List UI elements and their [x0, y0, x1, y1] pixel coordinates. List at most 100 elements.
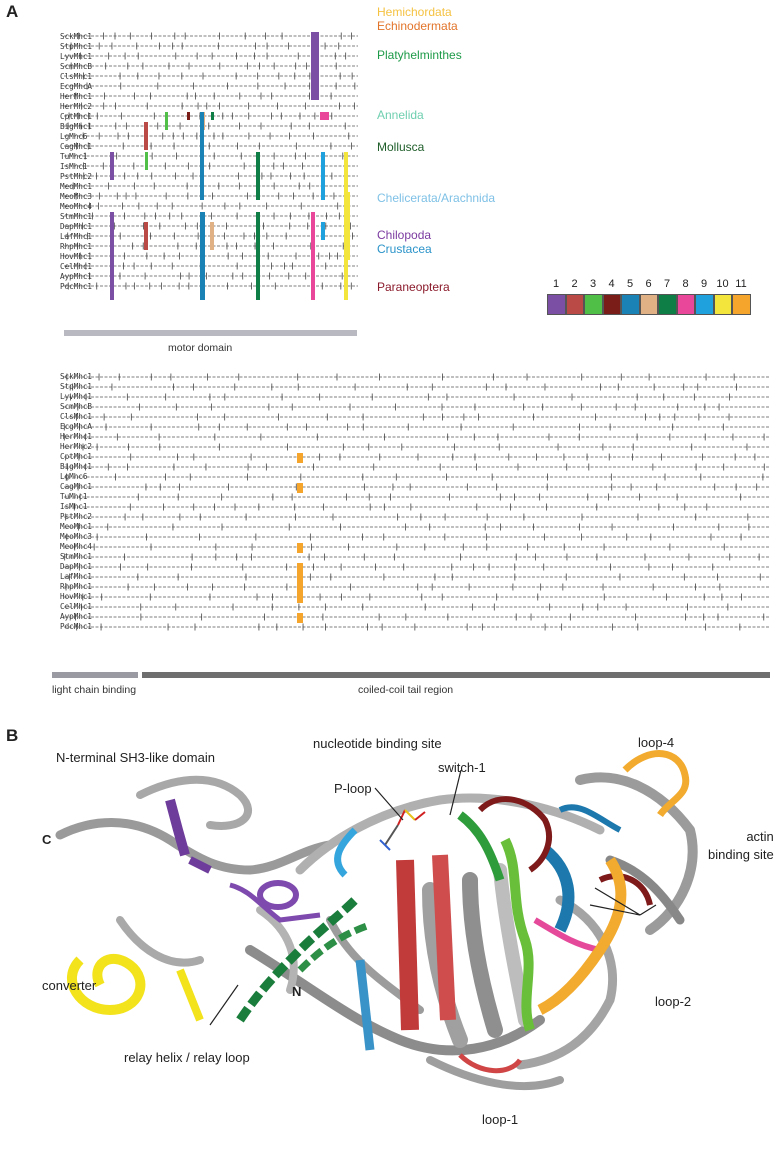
motor-domain-label: motor domain: [168, 342, 233, 354]
indel-bar: [200, 112, 204, 200]
coiled-coil-bar: [142, 672, 770, 678]
sh3-domain: [165, 798, 321, 923]
species-name: MeoMhc1: [60, 182, 93, 191]
taxon-annelida: Annelida: [377, 108, 424, 122]
annotation-converter: converter: [42, 978, 97, 993]
legend-swatch: [547, 294, 566, 315]
tail-insertion-bar: [297, 483, 303, 493]
legend-swatch: [584, 294, 603, 315]
indel-bar: [144, 122, 148, 150]
legend-swatch: [732, 294, 751, 315]
legend-swatch: [713, 294, 732, 315]
species-name: StmMhc1: [60, 552, 93, 561]
indel-bar: [145, 152, 148, 170]
species-name: DapMhc1: [60, 562, 93, 571]
actin-binding-region: [537, 750, 690, 1015]
motor-domain-bar: [64, 330, 357, 336]
annotation-n-terminus: N: [292, 984, 302, 999]
panel-a-label: A: [6, 2, 19, 21]
taxon-chelicerata: Chelicerata/Arachnida: [377, 191, 496, 205]
species-name: StmMhc1: [60, 212, 93, 221]
species-name: RhpMhc1: [60, 242, 93, 251]
species-name: ScmMhcB: [60, 62, 93, 71]
species-name: LafMhc1: [60, 232, 93, 241]
backbone-ribbon: [55, 772, 698, 1091]
panel-b-label: B: [6, 726, 19, 745]
leader-lines: [209, 769, 657, 1026]
species-name: MeoMhc4: [60, 542, 93, 551]
annotation-c-terminus: C: [42, 832, 52, 847]
species-name: SckMhc1: [60, 32, 93, 41]
species-name: HovMhc1: [60, 252, 93, 261]
annotation-ploop: P-loop: [334, 781, 372, 796]
annotation-relay: relay helix / relay loop: [124, 1050, 250, 1065]
species-name: IsMhc1: [60, 502, 88, 511]
species-name: ClsMhc1: [60, 72, 93, 81]
indel-bar: [200, 212, 205, 300]
species-name: LyvMhc1: [60, 392, 93, 401]
species-name: AypMhc1: [60, 272, 93, 281]
legend-number: 11: [735, 278, 747, 290]
legend-number: 10: [716, 278, 729, 290]
species-name: MeoMhc4: [60, 202, 93, 211]
myosin-structure: [55, 750, 698, 1091]
annotation-sh3: N-terminal SH3-like domain: [56, 750, 215, 765]
species-name: RhpMhc1: [60, 582, 93, 591]
indel-bar: [210, 222, 214, 250]
species-name: DapMhc1: [60, 222, 93, 231]
species-name: BigMhc1: [60, 122, 93, 131]
indel-bar: [321, 152, 325, 200]
indel-bar: [165, 112, 168, 130]
species-name: EcgMhcA: [60, 82, 93, 91]
legend-swatch: [602, 294, 621, 315]
dark-red-loops: [477, 796, 653, 906]
light-chain-label: light chain binding: [52, 684, 137, 696]
indel-bar: [187, 112, 190, 120]
species-name: PstMhc2: [60, 512, 93, 521]
legend-swatch: [621, 294, 640, 315]
legend-number: 1: [552, 278, 560, 290]
legend-number: 6: [645, 278, 652, 290]
taxon-echinodermata: Echinodermata: [377, 19, 458, 33]
species-name: CagMhc1: [60, 142, 93, 151]
nucleotide-ligand: [379, 809, 426, 851]
indel-bar: [311, 212, 315, 300]
species-name: LgMhc6: [60, 472, 88, 481]
species-name: HerMhc2: [60, 102, 93, 111]
legend-number: 7: [663, 278, 671, 290]
species-name: CelMhc1: [60, 262, 93, 271]
central-sheet: [396, 854, 456, 1031]
taxon-chilopoda: Chilopoda: [377, 228, 432, 242]
indel-bar: [320, 112, 329, 120]
species-name: MeoMhc3: [60, 532, 93, 541]
species-name: HerMhc2: [60, 442, 93, 451]
taxon-hemichordata: Hemichordata: [377, 5, 452, 19]
tail-insertion-bar: [297, 563, 303, 603]
tail-insertion-bar: [297, 613, 303, 623]
species-name: SckMhc1: [60, 372, 93, 381]
indel-bar: [321, 222, 325, 240]
taxon-crustacea: Crustacea: [377, 242, 432, 256]
coiled-coil-label: coiled-coil tail region: [358, 684, 454, 696]
annotation-switch1: switch-1: [438, 760, 486, 775]
legend-number: 3: [589, 278, 597, 290]
loop-1-segment: [458, 1053, 523, 1074]
species-name: ScmMhcB: [60, 402, 93, 411]
taxon-platyhelminthes: Platyhelminthes: [377, 48, 462, 62]
species-name: TuMhc1: [60, 152, 88, 161]
species-name: PdcMhc1: [60, 622, 93, 631]
annotation-actin: actin binding site: [708, 829, 774, 862]
species-name: MeoMhc1: [60, 522, 93, 531]
species-name: CagMhc1: [60, 482, 93, 491]
indel-bar: [344, 192, 350, 260]
species-name: HerMhc1: [60, 432, 93, 441]
legend-number: 5: [626, 278, 634, 290]
species-name: BigMhc1: [60, 462, 93, 471]
legend-number: 8: [682, 278, 689, 290]
annotation-loop2: loop-2: [655, 994, 692, 1009]
indel-bar: [256, 212, 260, 300]
indel-bar: [311, 32, 319, 100]
taxon-mollusca: Mollusca: [377, 140, 425, 154]
relay-helix: [236, 896, 372, 1023]
legend-swatch: [676, 294, 695, 315]
